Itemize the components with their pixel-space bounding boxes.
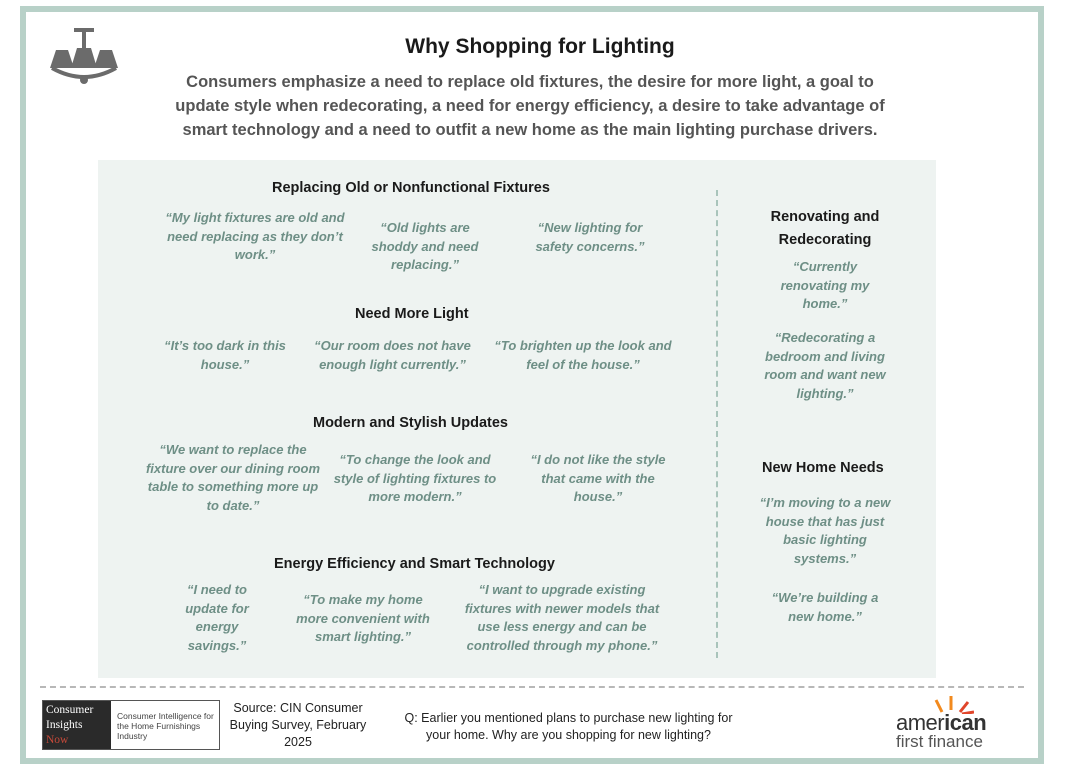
- af-logo-wordmark: american: [896, 710, 987, 735]
- cin-logo-line: Now: [46, 734, 69, 746]
- quotes-panel: [98, 160, 936, 678]
- footer-divider: [40, 686, 1024, 688]
- sun-rays-icon: [934, 696, 974, 714]
- quote-energy-2: “To make my home more convenient with sm…: [296, 592, 430, 644]
- cin-logo-description: Consumer Intelligence for the Home Furni…: [117, 711, 214, 741]
- quote-renovating-1: “Currently renovating my home.”: [780, 259, 870, 311]
- section-heading-replacing: Replacing Old or Nonfunctional Fixtures: [272, 180, 550, 196]
- af-logo-tagline: first finance: [896, 732, 983, 751]
- page-title: Why Shopping for Lighting: [405, 35, 675, 58]
- chandelier-icon: [50, 28, 118, 84]
- cin-logo-mark: Consumer Insights Now: [43, 701, 111, 749]
- quote-modern-2: “To change the look and style of lightin…: [333, 452, 497, 504]
- quote-new-home-2: “We’re building a new home.”: [771, 590, 879, 624]
- quote-replacing-3: “New lighting for safety concerns.”: [535, 220, 645, 254]
- page-subtitle: Consumers emphasize a need to replace ol…: [175, 73, 885, 139]
- section-heading-modern: Modern and Stylish Updates: [313, 415, 508, 431]
- section-heading-more-light: Need More Light: [355, 306, 469, 322]
- quote-more-light-3: “To brighten up the look and feel of the…: [494, 338, 672, 372]
- cin-logo-line: Insights: [46, 719, 83, 731]
- column-divider: [716, 190, 718, 658]
- quote-replacing-1: “My light fixtures are old and need repl…: [165, 210, 345, 262]
- quote-modern-1: “We want to replace the fixture over our…: [145, 442, 321, 513]
- quote-energy-1: “I need to update for energy savings.”: [185, 582, 249, 653]
- quote-energy-3: “I want to upgrade existing fixtures wit…: [464, 582, 660, 653]
- section-heading-renovating: Renovating and Redecorating: [770, 209, 880, 248]
- source-note: Source: CIN Consumer Buying Survey, Febr…: [229, 701, 367, 749]
- american-first-finance-logo: american first finance: [888, 694, 1028, 754]
- survey-question: Q: Earlier you mentioned plans to purcha…: [404, 711, 733, 742]
- section-heading-new-home: New Home Needs: [762, 460, 884, 476]
- consumer-insights-now-logo: Consumer Insights Now Consumer Intellige…: [42, 700, 220, 750]
- quote-more-light-1: “It’s too dark in this house.”: [164, 338, 286, 372]
- quote-more-light-2: “Our room does not have enough light cur…: [314, 338, 471, 372]
- cin-logo-line: Consumer: [46, 704, 94, 716]
- section-heading-energy: Energy Efficiency and Smart Technology: [274, 556, 555, 572]
- quote-replacing-2: “Old lights are shoddy and need replacin…: [371, 220, 479, 272]
- quote-renovating-2: “Redecorating a bedroom and living room …: [764, 330, 886, 401]
- quote-modern-3: “I do not like the style that came with …: [530, 452, 666, 504]
- quote-new-home-1: “I’m moving to a new house that has just…: [759, 495, 891, 566]
